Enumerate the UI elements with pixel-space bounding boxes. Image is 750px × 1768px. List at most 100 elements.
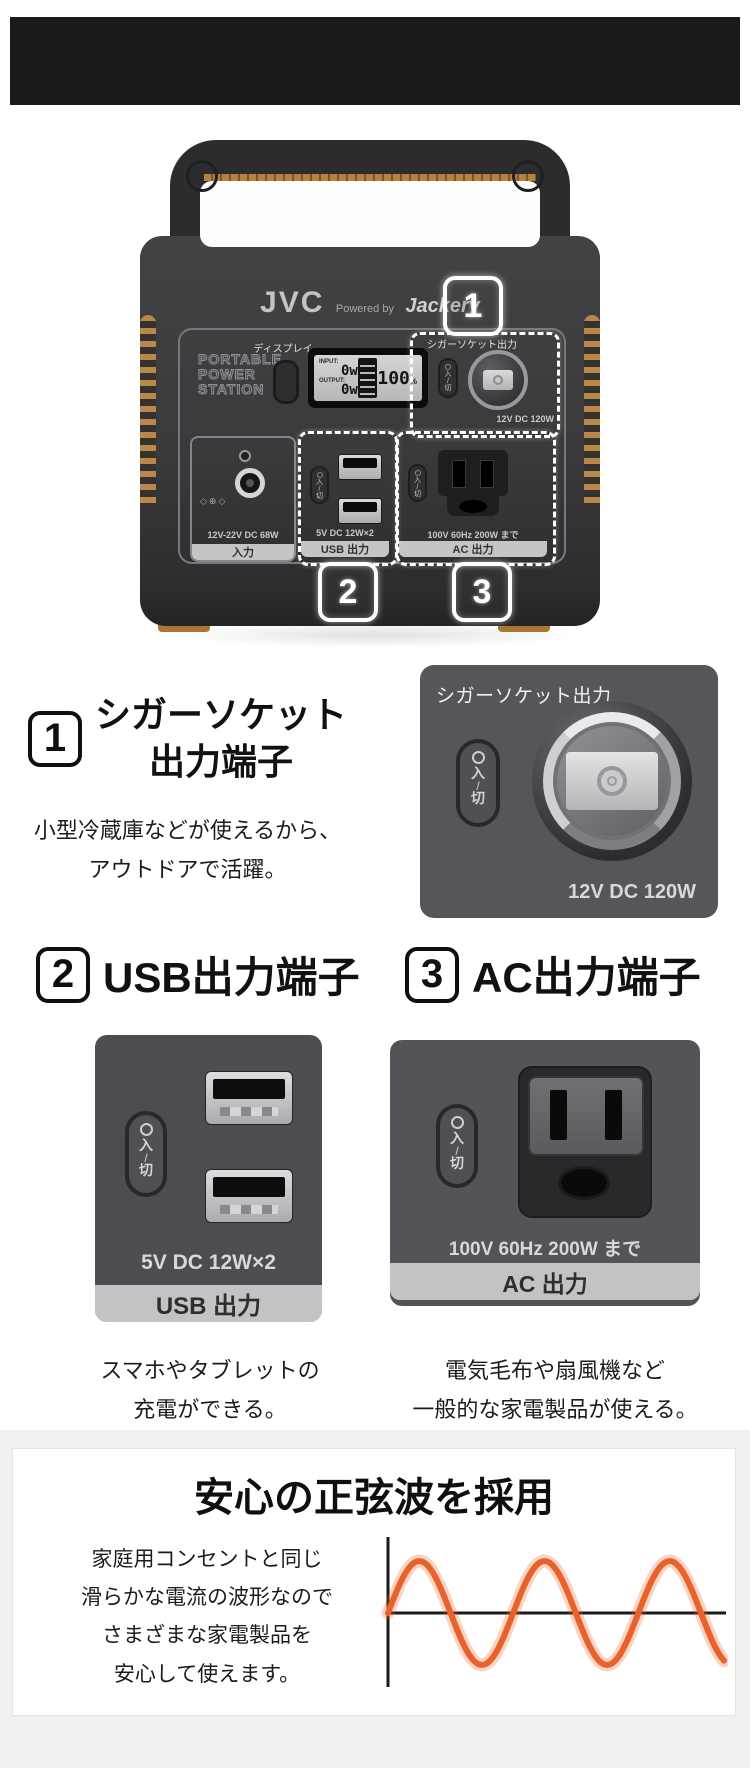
lcd-screen: INPUT: 0w OUTPUT: 0w 100% — [314, 355, 422, 401]
ac-slot-right — [480, 460, 494, 488]
side-grip-right — [584, 315, 600, 510]
power-on-char: 入 — [414, 477, 421, 484]
section2-number-badge: 2 — [36, 946, 90, 1003]
lcd-io-column: INPUT: 0w OUTPUT: 0w — [319, 359, 358, 397]
section2-desc-line2: 充電ができる。 — [133, 1396, 287, 1422]
display-toggle-button — [273, 360, 299, 404]
power-on-char: 入 — [139, 1137, 153, 1153]
usb-port-2 — [338, 498, 382, 524]
cigar-spec: 12V DC 120W — [496, 414, 554, 424]
cigar-photo-spec: 12V DC 120W — [568, 881, 696, 903]
power-off-char: 切 — [316, 492, 323, 500]
ac-bar: AC 出力 — [399, 541, 547, 557]
handle-screw-right — [512, 160, 544, 192]
usb-port-closeup-1 — [205, 1071, 293, 1125]
usb-bar: USB 出力 — [301, 541, 389, 557]
power-indicator-light — [414, 470, 421, 476]
lcd-input-label: INPUT: — [319, 359, 339, 365]
lcd-percent-group: 100% — [377, 368, 417, 389]
sine-desc-line3: さまざまな家電製品を — [102, 1624, 312, 1648]
section2-description: スマホやタブレットの 充電ができる。 — [55, 1352, 365, 1429]
section1-title: シガーソケット 出力端子 — [95, 692, 347, 786]
power-off-char: 切 — [139, 1162, 153, 1178]
battery-icon — [357, 358, 378, 398]
power-off-char: 切 — [444, 384, 452, 392]
sine-wave — [385, 1557, 727, 1669]
cigar-socket — [468, 350, 528, 410]
section1-title-line1: シガーソケット — [94, 694, 347, 735]
power-on-char: 入 — [444, 371, 452, 378]
section3-photo: 入 / 切 100V 60Hz 200W まで AC 出力 — [390, 1040, 700, 1306]
ac-outlet-tab — [447, 496, 499, 516]
usb-spec: 5V DC 12W×2 — [316, 528, 374, 538]
section1-photo: シガーソケット出力 入 / 切 12V DC 120W — [420, 665, 718, 918]
section1-number-badge: 1 — [27, 710, 82, 767]
power-on-char: 入 — [316, 479, 323, 486]
power-slash: / — [416, 483, 419, 491]
usb-photo-power-button: 入 / 切 — [125, 1111, 167, 1197]
dc-jack-pin — [246, 479, 254, 487]
socket-hub-dot — [607, 776, 617, 786]
dc-input-spec: 12V-22V DC 68W — [207, 530, 279, 540]
callout-3: 3 — [452, 562, 512, 622]
cigar-power-toggle-button: 入 / 切 — [438, 358, 458, 398]
cigar-output-label: シガーソケット出力 — [427, 340, 517, 351]
sine-card-title: 安心の正弦波を採用 — [194, 1476, 554, 1520]
socket-plate — [566, 752, 658, 810]
pps-line1: PORTABLE — [198, 351, 282, 367]
usb-photo-spec: 5V DC 12W×2 — [141, 1251, 276, 1274]
power-indicator-light — [139, 1123, 153, 1136]
cigar-socket-closeup — [532, 701, 692, 861]
power-slash: / — [455, 1144, 459, 1158]
cigar-socket-plate — [483, 370, 513, 390]
callout-1: 1 — [443, 276, 503, 336]
power-off-char: 切 — [414, 490, 421, 498]
section2-header: 2 USB出力端子 — [36, 944, 360, 1005]
ac-ground-hole — [558, 1166, 610, 1200]
section3-title: AC出力端子 — [472, 954, 701, 1001]
jvc-logo: JVC — [260, 286, 325, 319]
lcd-input-value: 0w — [340, 363, 358, 379]
section2-title: USB出力端子 — [103, 954, 360, 1001]
socket-hub — [597, 766, 627, 796]
ac-slot-right — [605, 1090, 622, 1140]
ac-outlet-face — [438, 450, 508, 496]
section1-desc-line1: 小型冷蔵庫などが使えるから、 — [33, 818, 342, 843]
section3-desc-line1: 電気毛布や扇風機など — [444, 1358, 665, 1383]
bottom-band: 安心の正弦波を採用 家庭用コンセントと同じ 滑らかな電流の波形なので さまざまな… — [0, 1430, 750, 1768]
section3-number-badge: 3 — [405, 946, 459, 1003]
power-slash: / — [144, 1151, 148, 1165]
percent-sign: % — [409, 376, 417, 386]
sine-card: 安心の正弦波を採用 家庭用コンセントと同じ 滑らかな電流の波形なので さまざまな… — [12, 1448, 736, 1716]
dc-input-box: ◇⊕◇ 12V-22V DC 68W 入力 — [190, 436, 296, 562]
handle-grip-strip — [204, 174, 536, 181]
handle-cutout — [200, 181, 540, 247]
cigar-dashed-outline — [410, 332, 560, 438]
section1-description: 小型冷蔵庫などが使えるから、 アウトドアで活躍。 — [20, 812, 355, 889]
product-figure: JVC Powered by Jackery PORTABLE POWER ST… — [0, 110, 750, 655]
ac-outlet — [438, 450, 508, 516]
ac-photo-spec: 100V 60Hz 200W まで — [448, 1239, 642, 1260]
section1-desc-line2: アウトドアで活躍。 — [88, 856, 287, 882]
pps-line3: STATION — [198, 381, 265, 397]
section3-description: 電気毛布や扇風機など 一般的な家電製品が使える。 — [385, 1352, 725, 1429]
sine-wave-chart — [381, 1537, 728, 1687]
powered-by-text: Powered by — [335, 303, 394, 315]
section2-photo: 入 / 切 5V DC 12W×2 USB 出力 — [95, 1035, 322, 1322]
ac-dashed-outline — [396, 431, 556, 566]
power-on-char: 入 — [450, 1130, 464, 1146]
power-off-char: 切 — [450, 1155, 464, 1171]
socket-inner — [557, 726, 667, 836]
sine-card-text: 家庭用コンセントと同じ 滑らかな電流の波形なので さまざまな家電製品を 安心して… — [37, 1541, 377, 1694]
cigar-socket-center — [493, 375, 503, 385]
ac-power-toggle-button: 入 / 切 — [408, 464, 427, 502]
dc-input-bar: 入力 — [192, 544, 294, 560]
usb-power-toggle-button: 入 / 切 — [310, 466, 329, 504]
pps-line2: POWER — [198, 366, 256, 382]
power-slash: / — [318, 485, 321, 493]
usb-port-1 — [338, 454, 382, 480]
lcd-output-label: OUTPUT: — [319, 378, 345, 384]
sine-desc-line2: 滑らかな電流の波形なので — [81, 1586, 333, 1610]
input-led — [239, 450, 251, 462]
